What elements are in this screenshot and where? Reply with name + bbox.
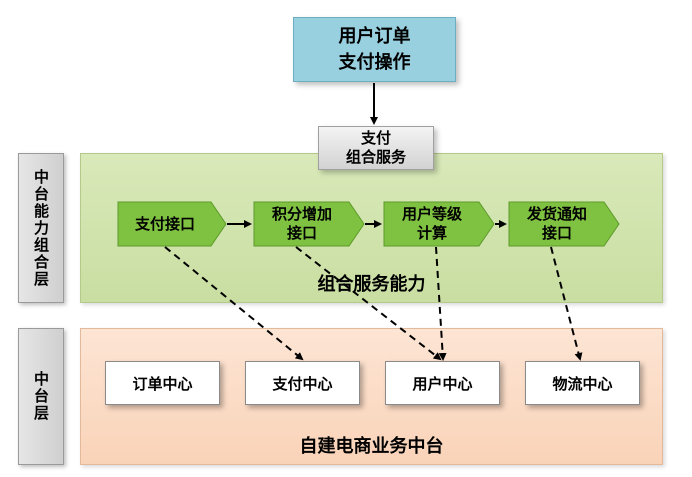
node-user-level: 用户等级 计算 <box>383 201 495 247</box>
node-4-line-1: 发货通知 <box>526 205 587 223</box>
node-4-line-2: 接口 <box>541 224 572 242</box>
user-order-payment-box: 用户订单 支付操作 <box>293 17 456 82</box>
side-label-capability-layer: 中台能力组合层 <box>18 153 64 303</box>
arrow-node-shape <box>117 201 227 247</box>
center-logistics: 物流中心 <box>525 361 640 405</box>
platform-layer-title: 自建电商业务中台 <box>299 436 444 457</box>
side-label-upper-text: 中台能力组合层 <box>32 168 50 288</box>
side-label-lower-text: 中台层 <box>32 371 50 422</box>
pay-compose-line2: 组合服务 <box>345 148 406 166</box>
center-order: 订单中心 <box>105 361 220 405</box>
node-points-api: 积分增加 接口 <box>253 201 365 247</box>
node-2-line-2: 接口 <box>286 224 317 242</box>
node-shipping-notify-api: 发货通知 接口 <box>508 201 620 247</box>
node-1-line-1: 支付接口 <box>134 214 195 233</box>
node-3-line-1: 用户等级 <box>401 205 462 223</box>
payment-composite-service-box: 支付 组合服务 <box>318 126 434 170</box>
node-payment-api: 支付接口 <box>117 201 227 247</box>
side-label-platform-layer: 中台层 <box>18 328 64 465</box>
arrow-node-shape <box>253 201 365 247</box>
pay-compose-line1: 支付 <box>360 129 391 147</box>
arrow-node-shape <box>383 201 495 247</box>
arrow-node-shape <box>508 201 620 247</box>
center-user: 用户中心 <box>385 361 500 405</box>
node-3-line-2: 计算 <box>416 224 447 242</box>
capability-layer-title: 组合服务能力 <box>317 274 426 295</box>
center-payment: 支付中心 <box>245 361 360 405</box>
node-2-line-1: 积分增加 <box>271 205 332 223</box>
top-box-line2: 支付操作 <box>338 51 411 73</box>
top-box-line1: 用户订单 <box>338 25 411 47</box>
